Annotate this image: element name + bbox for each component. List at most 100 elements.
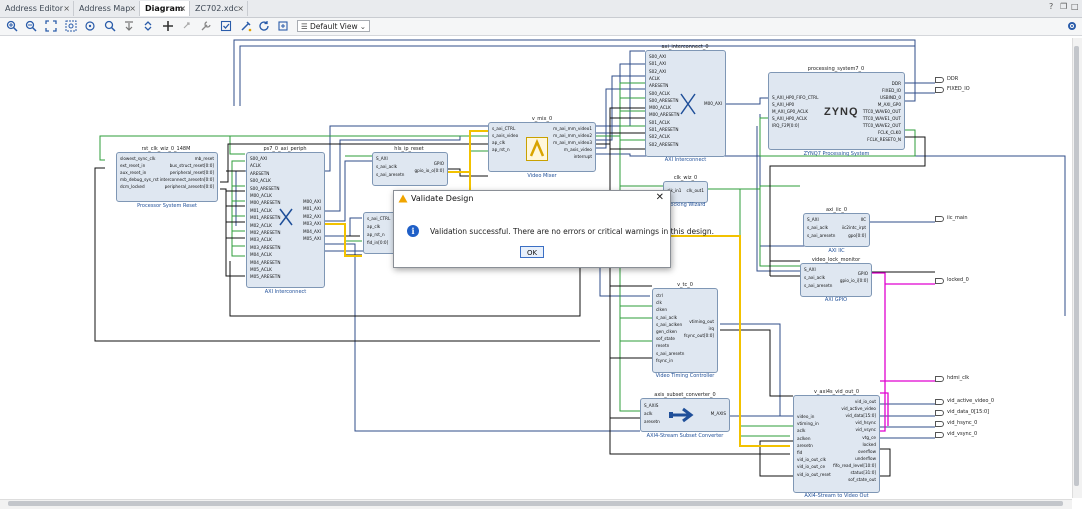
block-pin[interactable]: M01_ARESETN xyxy=(250,215,281,221)
block-pin[interactable]: vid_vsync xyxy=(855,427,877,433)
pin-m00-axi[interactable]: M00_AXI xyxy=(703,101,722,106)
block-pin[interactable]: ARESETN xyxy=(649,83,669,89)
pin-s-axi[interactable]: S_AXI xyxy=(804,267,816,272)
block-pin[interactable]: S01_ARESETN xyxy=(649,127,679,132)
block-pin[interactable]: vid_io_out xyxy=(854,399,876,404)
tab-address-editor[interactable]: Address Editor× xyxy=(0,1,74,16)
pin-s-axi[interactable]: S_AXI xyxy=(807,217,819,222)
block-pin[interactable]: S_AXI_HP0 xyxy=(772,102,795,107)
pin-gpio[interactable]: GPIO xyxy=(433,161,444,166)
block-pin[interactable]: M04_ACLK xyxy=(250,252,272,258)
block-pin[interactable]: vid_hsync xyxy=(855,420,876,426)
block-pin[interactable]: fid xyxy=(797,450,803,455)
pin-gpio[interactable]: GPIO xyxy=(857,271,868,276)
block-pin[interactable]: overflow xyxy=(858,448,876,454)
pin-fid-in[interactable]: fid_in[0:0] xyxy=(367,240,389,245)
pin-s-axis[interactable]: S_AXIS xyxy=(644,403,659,408)
axis-subset-converter-block[interactable]: S_AXIS aclk aresetn M_AXIS xyxy=(640,398,730,432)
block-pin[interactable]: vtiming_in xyxy=(797,421,819,427)
help-icon[interactable]: ? xyxy=(1049,2,1054,11)
block-pin[interactable]: S00_AXI xyxy=(649,54,667,59)
block-pin[interactable]: FCLK_RESET0_N xyxy=(867,137,901,142)
pin-mb-debug-sys-rst[interactable]: mb_debug_sys_rst xyxy=(120,177,159,182)
zoom-in-icon[interactable] xyxy=(6,20,18,32)
block-pin[interactable]: S02_ACLK xyxy=(649,134,670,140)
axi-iic-block[interactable]: S_AXI s_axi_aclk s_axi_aresetn IIC iic2i… xyxy=(803,213,870,247)
block-pin[interactable]: M03_ARESETN xyxy=(250,244,281,250)
block-pin[interactable]: M00_ACLK xyxy=(250,193,272,198)
tab-close-icon[interactable]: × xyxy=(179,4,186,13)
block-pin[interactable]: M04_AXI xyxy=(302,228,321,234)
block-pin[interactable]: underflow xyxy=(855,455,876,461)
block-pin[interactable]: M05_ACLK xyxy=(250,267,272,272)
block-pin[interactable]: M_AXI_GP0_ACLK xyxy=(772,109,809,114)
pin-s-axi-ctrl[interactable]: s_axi_CTRL xyxy=(367,216,391,221)
block-pin[interactable]: M05_AXI xyxy=(302,236,321,241)
block-pin[interactable]: resetn xyxy=(656,343,670,349)
block-pin[interactable]: aclk xyxy=(797,428,806,434)
pin-s-axi-aclk[interactable]: s_axi_aclk xyxy=(804,275,826,280)
pin-ap-clk[interactable]: ap_clk xyxy=(367,224,381,229)
pin-iic2intc-irpt[interactable]: iic2intc_irpt xyxy=(841,225,866,230)
block-pin[interactable]: fsync_in xyxy=(656,357,674,363)
pin-gpio-io-o[interactable]: gpio_io_o[0:0] xyxy=(414,168,444,173)
video-tpg-block[interactable]: s_axi_CTRL ap_clk ap_rst_n fid_in[0:0] xyxy=(363,212,397,254)
ok-button[interactable]: OK xyxy=(520,246,544,258)
pin-interrupt[interactable]: interrupt xyxy=(573,154,592,159)
add-ip-icon[interactable] xyxy=(162,20,174,32)
block-pin[interactable]: M03_ACLK xyxy=(250,237,272,243)
pin-gpio-io-i[interactable]: gpio_io_i[0:0] xyxy=(839,278,868,283)
block-pin[interactable]: vid_io_out_reset xyxy=(797,471,831,477)
tab-diagram[interactable]: Diagram× xyxy=(140,1,190,16)
block-pin[interactable]: sof_state_out xyxy=(848,477,876,483)
pin-m-axis[interactable]: M_AXIS xyxy=(710,411,726,416)
zoom-area-icon[interactable] xyxy=(65,20,77,32)
vertical-scroll-thumb[interactable] xyxy=(1074,46,1079,486)
pin-aclk[interactable]: aclk xyxy=(644,411,653,416)
close-icon[interactable]: ✕ xyxy=(655,192,664,203)
block-pin[interactable]: M02_AXI xyxy=(302,213,321,219)
pin-peripheral-reset[interactable]: peripheral_reset[0:0] xyxy=(169,170,214,175)
processor-system-reset-block[interactable]: slowest_sync_clk ext_reset_in aux_reset_… xyxy=(116,152,218,202)
pin-m-axis-video[interactable]: m_axis_video xyxy=(563,147,592,152)
block-pin[interactable]: TTC0_WAVE0_OUT xyxy=(862,109,901,114)
zoom-selection-icon[interactable] xyxy=(104,20,116,32)
block-pin[interactable]: ACLK xyxy=(250,163,261,169)
pin-interconnect-aresetn[interactable]: interconnect_aresetn[0:0] xyxy=(159,177,214,182)
block-pin[interactable]: s_axi_aresetn xyxy=(656,350,685,356)
block-pin[interactable]: M02_ARESETN xyxy=(250,230,281,235)
block-pin[interactable]: M00_ARESETN xyxy=(649,112,680,118)
pin-vtiming-out[interactable]: vtiming_out xyxy=(689,319,714,324)
block-pin[interactable]: clk xyxy=(656,300,662,306)
block-pin[interactable]: S_AXI_HP0_FIFO_CTRL xyxy=(772,95,819,100)
pin-peripheral-aresetn[interactable]: peripheral_aresetn[0:0] xyxy=(164,184,214,189)
block-pin[interactable]: status[31:0] xyxy=(850,470,876,475)
block-pin[interactable]: S02_ARESETN xyxy=(649,141,679,147)
pin-iic[interactable]: IIC xyxy=(860,217,866,222)
gear-icon[interactable] xyxy=(1066,20,1078,32)
tab-close-icon[interactable]: × xyxy=(129,4,136,13)
pin-slowest-sync-clk[interactable]: slowest_sync_clk xyxy=(120,156,156,161)
block-pin[interactable]: FCLK_CLK0 xyxy=(877,130,901,135)
block-pin[interactable]: S00_AXI xyxy=(250,156,268,161)
block-pin[interactable]: vid_active_video xyxy=(841,406,876,412)
tab-close-icon[interactable]: × xyxy=(63,4,70,13)
pin-s-axi-aclk[interactable]: s_axi_aclk xyxy=(807,225,829,230)
clocking-wizard-block[interactable]: clk_in1 clk_out1 xyxy=(663,181,708,203)
block-pin[interactable]: locked xyxy=(862,441,876,447)
video-mixer-block[interactable]: s_axi_CTRL s_axis_video ap_clk ap_rst_n … xyxy=(488,122,596,172)
block-pin[interactable]: M02_ACLK xyxy=(250,222,272,228)
block-pin[interactable]: S02_AXI xyxy=(649,68,667,74)
block-pin[interactable]: TTC0_WAVE1_OUT xyxy=(862,116,901,121)
block-pin[interactable]: TTC0_WAVE2_OUT xyxy=(862,123,901,128)
maximize-icon[interactable]: □ xyxy=(1071,2,1079,11)
pin-mb-reset[interactable]: mb_reset xyxy=(194,156,214,161)
block-pin[interactable]: M00_ARESETN xyxy=(250,200,281,206)
pin-clk-out1[interactable]: clk_out1 xyxy=(686,188,704,193)
block-pin[interactable]: vtg_ce xyxy=(862,434,876,440)
block-pin[interactable]: S01_ACLK xyxy=(649,119,670,125)
pin-dcm-locked[interactable]: dcm_locked xyxy=(120,184,145,189)
